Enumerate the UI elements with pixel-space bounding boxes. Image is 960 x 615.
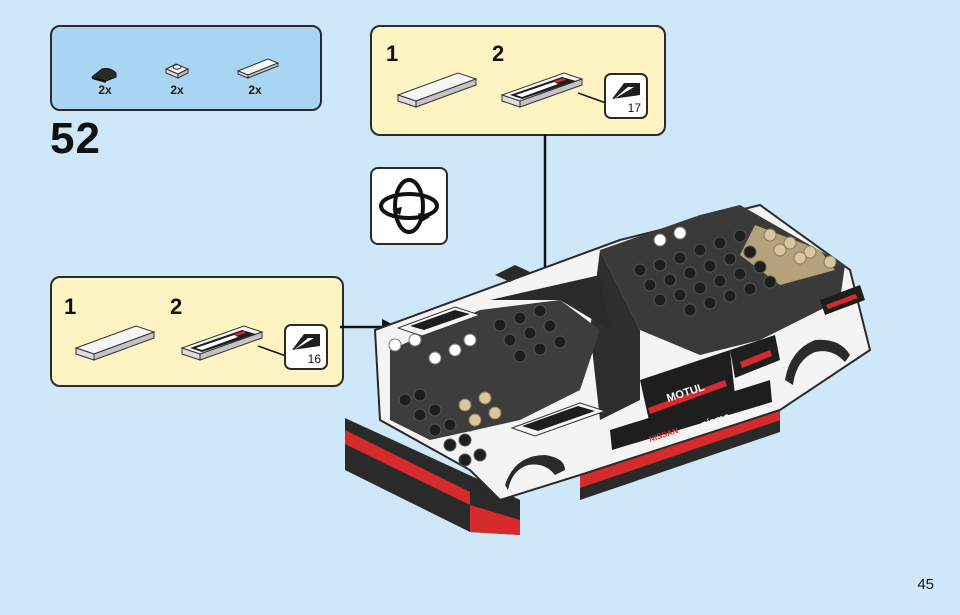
substep-label: 2 bbox=[170, 294, 183, 319]
white-1x4-tile-icon bbox=[74, 325, 156, 361]
page-number: 45 bbox=[917, 576, 934, 593]
stickered-tile-icon bbox=[500, 72, 584, 108]
part-quantity: 2x bbox=[248, 83, 262, 97]
step-number: 52 bbox=[50, 114, 101, 163]
sticker-thumbnail-icon bbox=[612, 83, 640, 99]
parts-list-box: 2x 2x 2x bbox=[50, 25, 322, 111]
part-quantity: 2x bbox=[98, 83, 112, 97]
white-1x4-tile-icon bbox=[396, 72, 478, 108]
substep-label: 1 bbox=[64, 294, 77, 319]
substep-box-left: 1 2 16 bbox=[50, 276, 344, 387]
sticker-thumbnail-icon bbox=[292, 334, 320, 350]
rotate-box bbox=[370, 167, 448, 245]
sticker-number: 16 bbox=[307, 352, 321, 366]
stickered-tile-icon bbox=[180, 325, 264, 361]
parts-list-item: 2x bbox=[220, 35, 290, 97]
black-curved-slope-tile-icon bbox=[90, 68, 117, 83]
part-quantity: 2x bbox=[170, 83, 184, 97]
substep-label: 1 bbox=[386, 41, 399, 66]
sticker-reference: 17 bbox=[604, 73, 648, 119]
sticker-number: 17 bbox=[627, 101, 641, 115]
white-1x1-plate-icon bbox=[164, 63, 190, 79]
white-1x4-tile-icon bbox=[236, 58, 280, 79]
parts-list-item: 2x bbox=[70, 35, 140, 97]
rotate-model-icon bbox=[379, 178, 439, 234]
substep-box-top: 1 2 17 bbox=[370, 25, 666, 136]
parts-list-item: 2x bbox=[142, 35, 212, 97]
substep-label: 2 bbox=[492, 41, 505, 66]
connector-line bbox=[258, 345, 287, 357]
sticker-reference: 16 bbox=[284, 324, 328, 370]
connector-line bbox=[578, 92, 607, 104]
